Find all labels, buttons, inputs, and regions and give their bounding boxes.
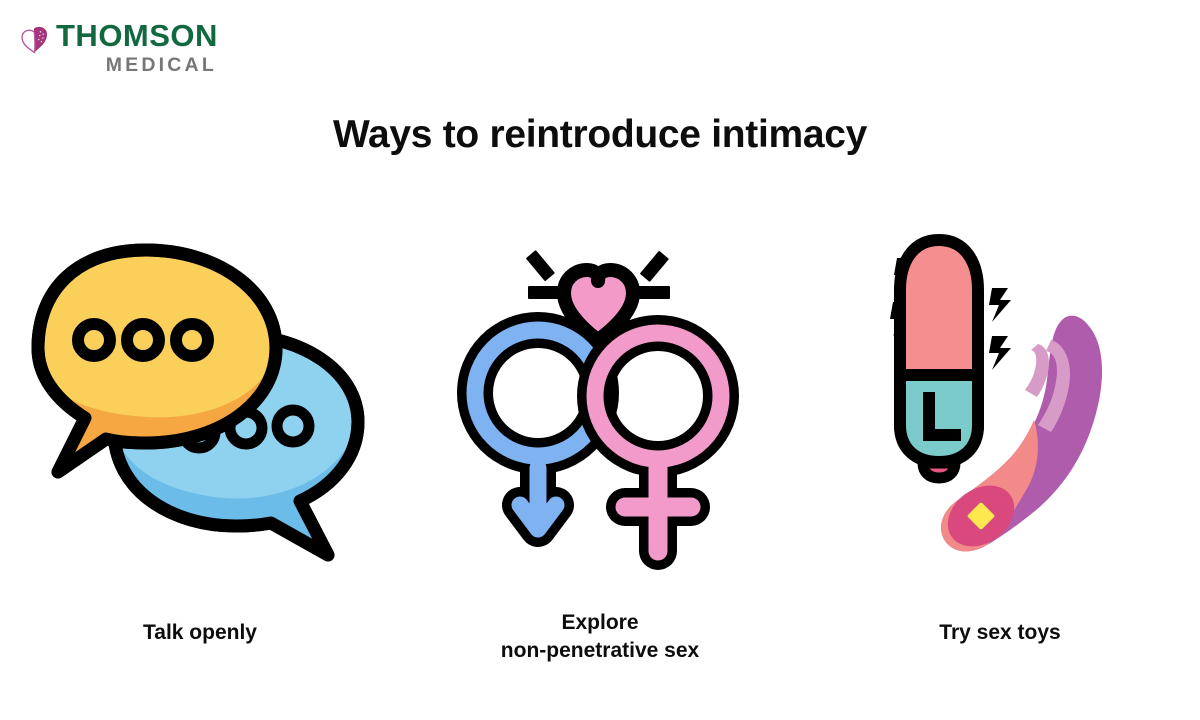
way-item-explore-non-penetrative-sex: Explore non-penetrative sex — [400, 205, 800, 705]
speech-bubbles-icon-wrap — [0, 205, 400, 605]
way-item-label-talk-openly: Talk openly — [143, 621, 257, 644]
vibration-marks-right — [989, 288, 1011, 370]
bullet-vibrator-icon — [894, 234, 984, 484]
sex-toys-icon — [890, 234, 1103, 552]
bullet-letter-L — [923, 392, 961, 441]
way-item-label-try-sex-toys: Try sex toys — [939, 621, 1061, 644]
butterfly-heart-icon — [21, 26, 47, 54]
page-title: Ways to reintroduce intimacy — [332, 113, 868, 156]
brand-wordmark: THOMSON MEDICAL — [56, 20, 218, 76]
male-female-symbols-heart-icon — [457, 249, 739, 570]
speech-bubbles-icon — [31, 243, 364, 562]
way-item-talk-openly: Talk openly — [0, 205, 400, 705]
brand-name-secondary: MEDICAL — [105, 54, 217, 76]
curved-wand-icon — [941, 315, 1103, 552]
spark-marks — [526, 249, 670, 299]
male-symbol-icon — [457, 311, 619, 547]
brand-name-primary: THOMSON — [56, 18, 218, 53]
sex-toys-icon-wrap — [800, 205, 1200, 605]
way-item-try-sex-toys: Try sex toys — [800, 205, 1200, 705]
female-symbol-icon — [577, 314, 739, 570]
speech-bubble-yellow-dots — [71, 318, 214, 362]
brand-logo: THOMSON MEDICAL — [18, 20, 218, 76]
speech-bubble-yellow — [31, 243, 282, 479]
heart-icon — [557, 262, 640, 347]
way-item-label-explore-non-penetrative-sex: Explore non-penetrative sex — [500, 611, 700, 662]
ways-list: Talk openly — [0, 205, 1200, 705]
male-female-symbols-heart-icon-wrap — [400, 205, 800, 605]
